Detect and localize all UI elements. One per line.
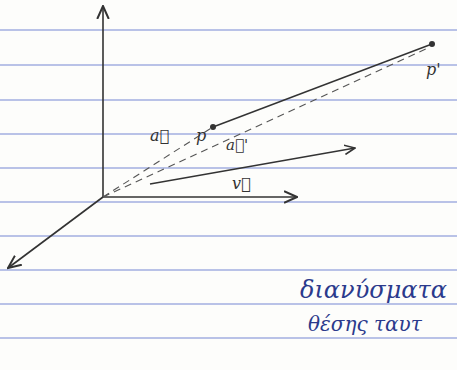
point-label: p bbox=[196, 128, 206, 144]
segment bbox=[213, 44, 432, 127]
point bbox=[210, 124, 216, 130]
ruled-lines bbox=[0, 30, 457, 338]
vector-label: v⃗ bbox=[232, 176, 251, 192]
note-text: θέσης ταυτ bbox=[308, 314, 422, 334]
position-vectors bbox=[103, 48, 428, 197]
point-label: p' bbox=[426, 62, 441, 78]
note-text: διανύσματα bbox=[300, 278, 447, 302]
vector-label: a⃗' bbox=[226, 138, 248, 153]
vector-arrow bbox=[150, 148, 355, 184]
vector-label: a⃗ bbox=[150, 128, 169, 144]
axes bbox=[8, 6, 297, 268]
point bbox=[429, 41, 435, 47]
